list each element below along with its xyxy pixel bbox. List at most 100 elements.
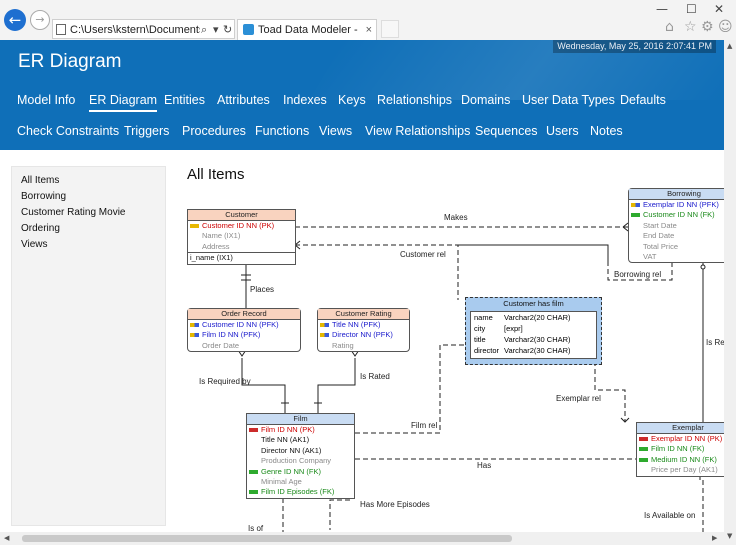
menu-model-info[interactable]: Model Info — [17, 93, 76, 107]
horizontal-scrollbar[interactable]: ◀ ▶ — [0, 532, 724, 545]
sidebar-item-views[interactable]: Views — [21, 239, 48, 250]
attribute-row: VAT — [643, 252, 657, 262]
attribute-row: Name (IX1) — [202, 231, 241, 241]
index-row: i_name (IX1) — [188, 252, 295, 263]
menu-functions[interactable]: Functions — [255, 124, 310, 138]
content-title: All Items — [187, 166, 245, 183]
attribute-row: Price per Day (AK1) — [651, 465, 718, 475]
dropdown-icon[interactable]: ▾ — [213, 23, 219, 36]
tab-close-icon[interactable]: × — [365, 24, 372, 36]
attribute-row: Start Date — [643, 220, 677, 230]
entity-order-record[interactable]: Order Record Customer ID NN (PFK) Film I… — [187, 308, 301, 353]
sidebar-item-borrowing[interactable]: Borrowing — [21, 191, 67, 202]
primary-key-icon — [190, 224, 199, 228]
page-icon — [56, 24, 66, 35]
attribute-row: End Date — [643, 231, 675, 241]
horizontal-scroll-thumb[interactable] — [22, 535, 512, 542]
rel-label-film-rel: Film rel — [411, 421, 438, 430]
forward-arrow-icon[interactable]: → — [30, 10, 50, 30]
favorites-star-icon[interactable]: ☆ — [684, 19, 697, 35]
rel-label-is-required-by: Is Required by — [199, 377, 251, 386]
back-arrow-icon[interactable]: ← — [4, 9, 26, 31]
menu-check-constraints[interactable]: Check Constraints — [17, 124, 120, 138]
sidebar-item-ordering[interactable]: Ordering — [21, 223, 60, 234]
entity-customer[interactable]: Customer Customer ID NN (PK) Name (IX1) … — [187, 209, 296, 265]
scroll-up-arrow-icon[interactable]: ▲ — [727, 42, 733, 50]
rel-label-is-re: Is Re — [706, 338, 724, 347]
entity-film[interactable]: Film Film ID NN (PK) Title NN (AK1) Dire… — [246, 413, 355, 499]
attribute-row: Address — [202, 241, 230, 251]
menu-relationships[interactable]: Relationships — [377, 93, 453, 107]
close-window-icon[interactable]: ✕ — [714, 2, 725, 16]
search-icon[interactable]: ⌕ — [201, 23, 208, 36]
foreign-key-icon — [639, 447, 648, 452]
header-date: Wednesday, May 25, 2016 2:07:41 PM — [553, 40, 716, 53]
foreign-key-icon — [631, 213, 640, 218]
maximize-icon[interactable]: ☐ — [686, 2, 697, 16]
menu-sequences[interactable]: Sequences — [475, 124, 538, 138]
smiley-icon[interactable]: ☺ — [718, 19, 733, 35]
entity-borrowing-title: Borrowing — [629, 189, 724, 200]
refresh-icon[interactable]: ↻ — [223, 23, 233, 36]
menu-views[interactable]: Views — [319, 124, 353, 138]
address-text: C:\Users\kstern\Documents\Toad — [70, 24, 200, 36]
entity-customer-rating[interactable]: Customer Rating Title NN (PFK) Director … — [317, 308, 410, 353]
entity-borrowing[interactable]: Borrowing Exemplar ID NN (PFK) Customer … — [628, 188, 724, 264]
attribute-row: Customer ID NN (FK) — [629, 210, 724, 220]
attribute-row: Film ID Episodes (FK) — [247, 487, 354, 497]
home-icon[interactable]: ⌂ — [665, 19, 674, 35]
entity-exemplar[interactable]: Exemplar Exemplar ID NN (PK) Film ID NN … — [636, 422, 724, 477]
vertical-scrollbar[interactable]: ▲ ▼ — [724, 40, 736, 545]
settings-gear-icon[interactable]: ⚙ — [701, 19, 714, 35]
sidebar-item-customer-rating-movie[interactable]: Customer Rating Movie — [21, 207, 126, 218]
menu-defaults[interactable]: Defaults — [620, 93, 666, 107]
pfk-icon — [320, 333, 329, 338]
scroll-down-arrow-icon[interactable]: ▼ — [727, 532, 733, 540]
view-title: Customer has film — [503, 299, 564, 308]
new-tab-button[interactable] — [381, 20, 399, 38]
attribute-row: Genre ID NN (FK) — [247, 467, 354, 477]
pfk-icon — [320, 323, 329, 327]
rel-label-exemplar-rel: Exemplar rel — [556, 394, 601, 403]
attribute-row: Customer ID NN (PK) — [188, 221, 295, 231]
attribute-row: Customer ID NN (PFK) — [188, 320, 300, 330]
attribute-row: Film ID NN (FK) — [637, 444, 724, 454]
menu-attributes[interactable]: Attributes — [217, 93, 270, 107]
scroll-left-arrow-icon[interactable]: ◀ — [4, 534, 10, 542]
menu-domains[interactable]: Domains — [461, 93, 511, 107]
attribute-row: Film ID NN (PK) — [247, 425, 354, 435]
menu-indexes[interactable]: Indexes — [283, 93, 327, 107]
sidebar-item-all-items[interactable]: All Items — [21, 175, 60, 186]
pfk-icon — [190, 323, 199, 327]
menu-users[interactable]: Users — [546, 124, 579, 138]
attribute-row: Exemplar ID NN (PK) — [637, 434, 724, 444]
browser-tab[interactable]: Toad Data Modeler - HTML... × — [237, 19, 377, 40]
menu-user-data-types[interactable]: User Data Types — [522, 93, 615, 107]
menu-er-diagram[interactable]: ER Diagram — [89, 93, 158, 112]
attribute-row: Director NN (AK1) — [261, 445, 322, 455]
pfk-icon — [190, 333, 199, 338]
entity-film-title: Film — [247, 414, 354, 425]
rel-label-has: Has — [477, 461, 492, 470]
rel-label-places: Places — [250, 285, 275, 294]
primary-key-icon — [639, 437, 648, 441]
page-header: Wednesday, May 25, 2016 2:07:41 PM ER Di… — [0, 40, 724, 150]
attribute-row: Title NN (PFK) — [318, 320, 409, 330]
attribute-row: Total Price — [643, 241, 679, 251]
attribute-row: Minimal Age — [261, 477, 302, 487]
foreign-key-icon — [249, 469, 258, 474]
address-bar[interactable]: C:\Users\kstern\Documents\Toad ⌕ ▾ ↻ — [52, 19, 235, 39]
menu-notes[interactable]: Notes — [590, 124, 623, 138]
rel-label-borrowing-rel: Borrowing rel — [614, 270, 662, 279]
sidebar: All Items Borrowing Customer Rating Movi… — [11, 166, 166, 526]
menu-procedures[interactable]: Procedures — [182, 124, 246, 138]
tab-favicon-icon — [243, 24, 254, 35]
menu-triggers[interactable]: Triggers — [124, 124, 170, 138]
menu-view-relationships[interactable]: View Relationships — [365, 124, 471, 138]
menu-keys[interactable]: Keys — [338, 93, 366, 107]
scroll-right-arrow-icon[interactable]: ▶ — [712, 534, 718, 542]
minimize-icon[interactable]: — — [656, 2, 668, 16]
menu-entities[interactable]: Entities — [164, 93, 205, 107]
